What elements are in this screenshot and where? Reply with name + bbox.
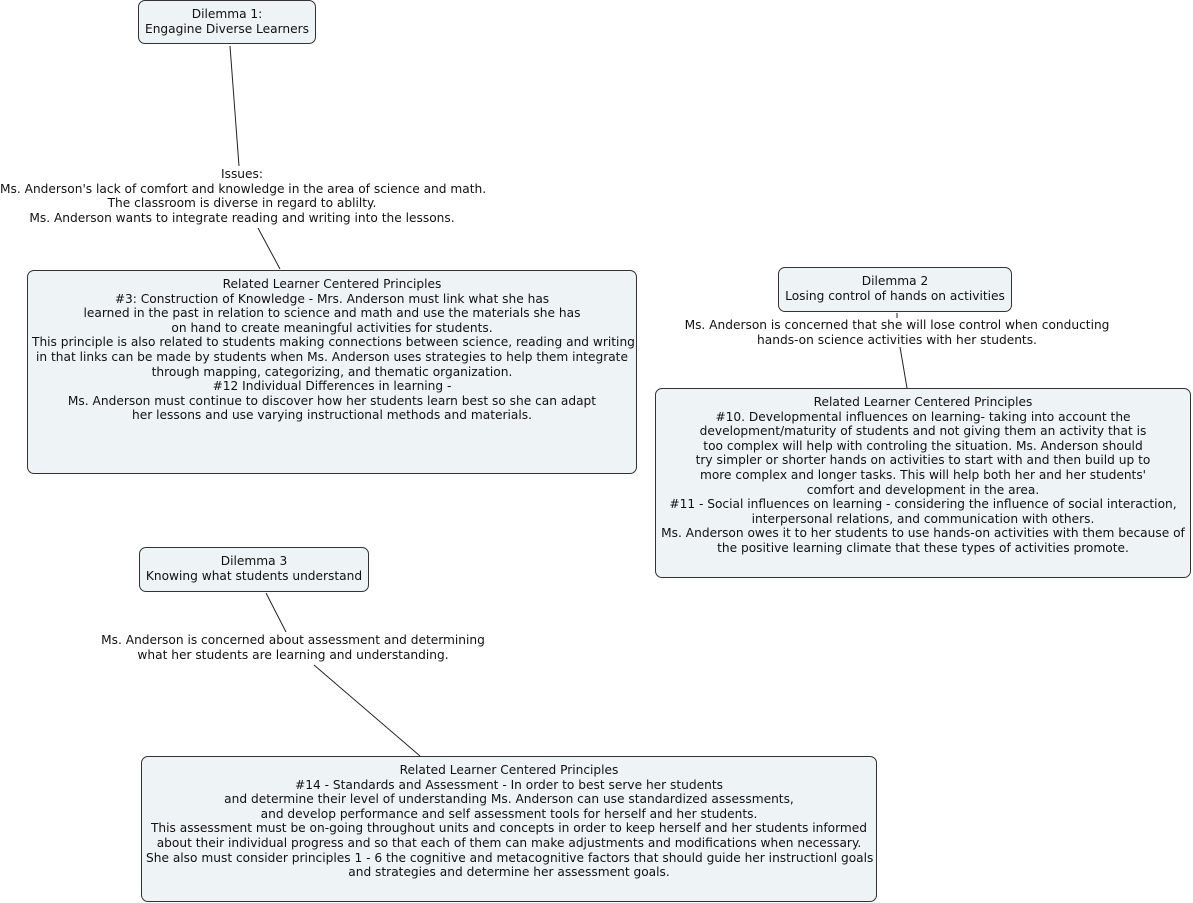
link-dilemma1-to-issues [229, 45, 240, 167]
issues-line: Ms. Anderson wants to integrate reading … [29, 210, 455, 225]
principles-line: about their individual progress and so t… [156, 835, 862, 850]
principles-line: through mapping, categorizing, and thema… [151, 364, 513, 379]
principles-line: development/maturity of students and not… [699, 424, 1147, 439]
dilemma2-title-line: Losing control of hands on activities [785, 288, 1005, 303]
principles-line: #11 - Social influences on learning - co… [669, 497, 1177, 512]
link-issues2-to-principles [899, 346, 908, 389]
link-dilemma3-to-issues [265, 592, 287, 633]
principles-line: and develop performance and self assessm… [260, 806, 758, 821]
dilemma1-node[interactable]: Dilemma 1: Engagine Diverse Learners [138, 0, 316, 44]
principles-line: Related Learner Centered Principles [813, 395, 1033, 409]
principles-line: on hand to create meaningful activities … [171, 320, 493, 335]
issues-line: Ms. Anderson is concerned that she will … [684, 318, 1110, 332]
principles-line: This assessment must be on-going through… [150, 821, 868, 836]
principles-line: and determine their level of understandi… [224, 792, 794, 807]
principles-line: too complex will help with controling th… [703, 438, 1143, 453]
principles-line: #12 Individual Differences in learning - [212, 379, 452, 394]
dilemma1-issues: Issues: Ms. Anderson's lack of comfort a… [0, 167, 487, 225]
principles-line: Related Learner Centered Principles [399, 763, 619, 777]
principles-line: comfort and development in the area. [806, 482, 1040, 497]
dilemma2-principles-node[interactable]: Related Learner Centered Principles #10.… [655, 388, 1191, 578]
issues-line: Ms. Anderson's lack of comfort and knowl… [0, 181, 487, 196]
principles-line: more complex and longer tasks. This will… [699, 467, 1147, 482]
principles-line: Related Learner Centered Principles [222, 277, 442, 291]
issues-line: Issues: [221, 167, 263, 181]
issues-line: what her students are learning and under… [137, 647, 449, 662]
principles-line: learned in the past in relation to scien… [83, 306, 581, 321]
issues-line: Ms. Anderson is concerned about assessme… [101, 633, 485, 647]
principles-line: try simpler or shorter hands on activiti… [695, 453, 1151, 468]
dilemma2-title-line: Dilemma 2 [861, 274, 929, 288]
principles-line: Ms. Anderson must continue to discover h… [67, 393, 597, 408]
principles-line: Ms. Anderson owes it to her students to … [661, 526, 1185, 541]
issues-line: hands-on science activities with her stu… [757, 332, 1037, 347]
principles-line: #3: Construction of Knowledge - Mrs. And… [114, 291, 550, 306]
dilemma3-issues: Ms. Anderson is concerned about assessme… [86, 633, 500, 662]
principles-line: in that links can be made by students wh… [36, 349, 628, 364]
dilemma1-principles-node[interactable]: Related Learner Centered Principles #3: … [27, 270, 637, 474]
principles-line: and strategies and determine her assessm… [348, 865, 670, 880]
principles-line: the positive learning climate that these… [717, 540, 1129, 555]
dilemma2-node[interactable]: Dilemma 2 Losing control of hands on act… [778, 267, 1012, 312]
principles-line: her lessons and use varying instructiona… [132, 408, 532, 423]
dilemma3-principles-node[interactable]: Related Learner Centered Principles #14 … [141, 756, 877, 902]
issues-line: The classroom is diverse in regard to ab… [107, 196, 377, 211]
dilemma1-title-line: Engagine Diverse Learners [145, 21, 309, 36]
link-issues1-to-principles [257, 227, 281, 270]
dilemma1-title-line: Dilemma 1: [191, 7, 263, 21]
principles-line: #14 - Standards and Assessment - In orde… [295, 777, 723, 792]
dilemma3-node[interactable]: Dilemma 3 Knowing what students understa… [139, 547, 369, 592]
dilemma3-title-line: Dilemma 3 [220, 554, 288, 568]
link-issues3-to-principles [313, 664, 421, 757]
dilemma3-title-line: Knowing what students understand [145, 568, 363, 583]
principles-line: This principle is also related to studen… [32, 335, 635, 350]
principles-line: #10. Developmental influences on learnin… [715, 409, 1131, 424]
principles-line: She also must consider principles 1 - 6 … [146, 850, 874, 865]
dilemma2-issues: Ms. Anderson is concerned that she will … [674, 318, 1120, 347]
principles-line: interpersonal relations, and communicati… [751, 511, 1095, 526]
